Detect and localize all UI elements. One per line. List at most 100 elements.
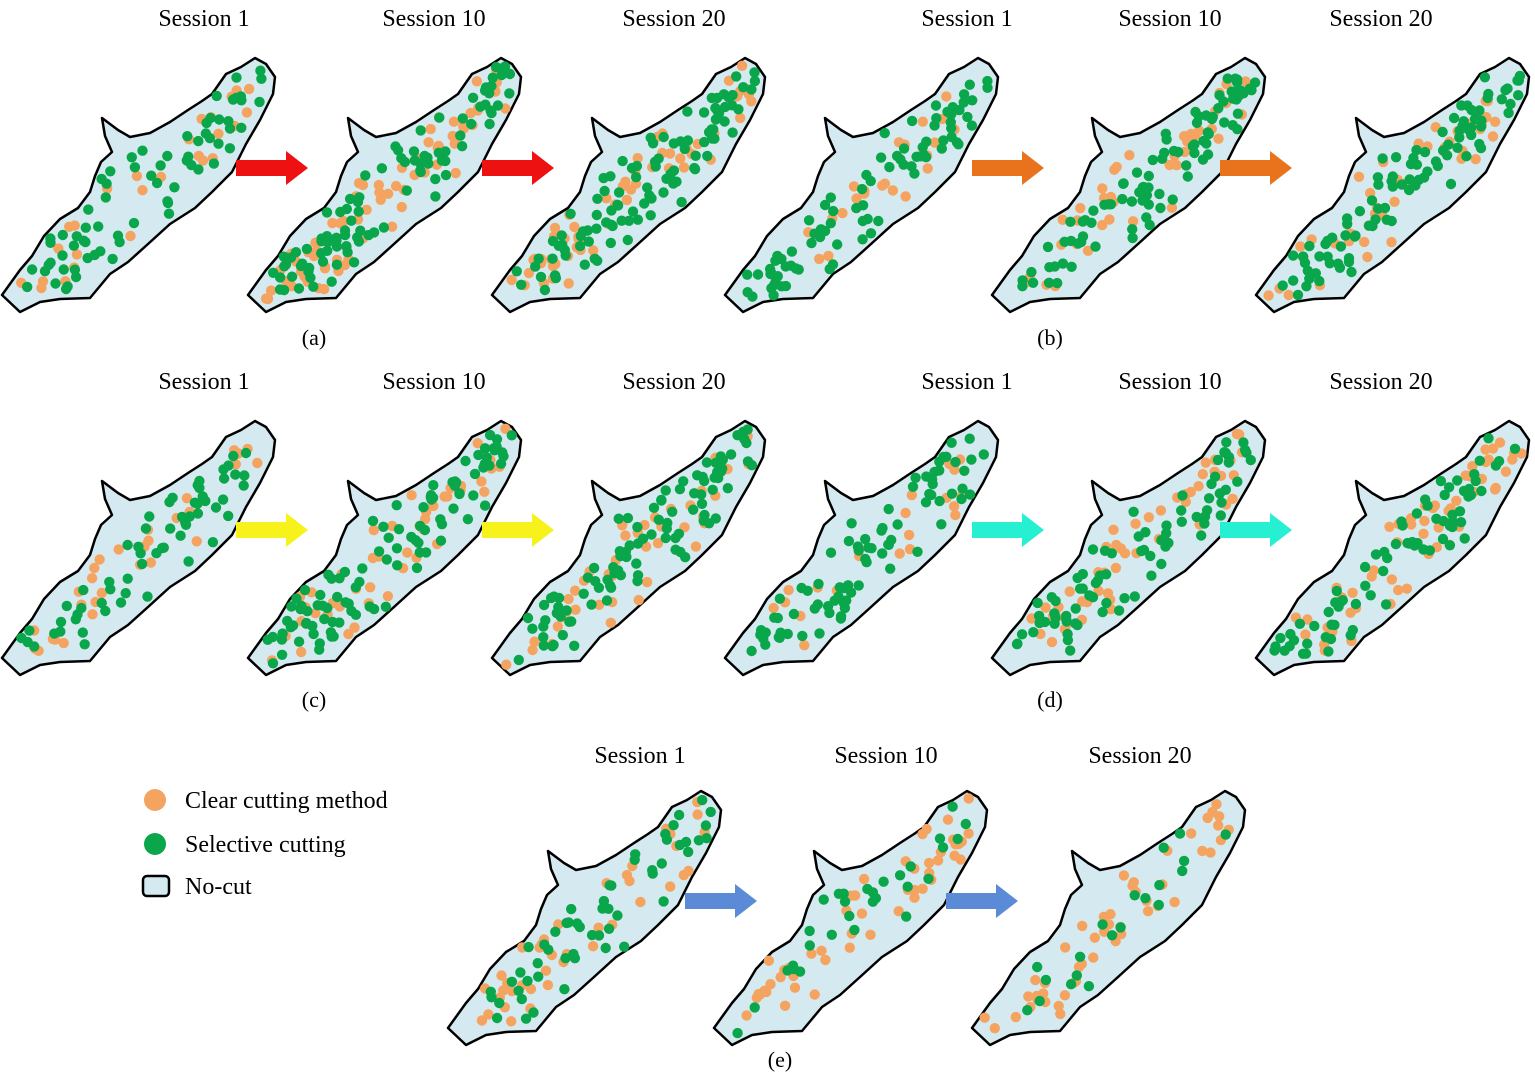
selective-cutting-dot <box>344 193 356 205</box>
selective-cutting-dot <box>959 465 970 476</box>
selective-cutting-dot <box>155 160 166 171</box>
selective-cutting-dot <box>923 873 934 884</box>
selective-cutting-dot <box>223 460 234 471</box>
selective-cutting-dot <box>824 263 835 275</box>
clear-cutting-dot <box>979 1012 990 1023</box>
selective-cutting-dot <box>1167 194 1178 205</box>
selective-cutting-dot <box>293 283 305 294</box>
selective-cutting-dot <box>1066 261 1077 272</box>
clear-cutting-dot <box>893 906 904 917</box>
selective-cutting-dot <box>835 611 847 622</box>
selective-cutting-dot <box>1323 606 1334 618</box>
selective-cutting-dot <box>960 818 971 830</box>
selective-cutting-dot <box>617 155 628 167</box>
selective-cutting-dot <box>76 602 87 614</box>
selective-cutting-dot <box>410 535 421 546</box>
selective-cutting-dot <box>650 161 661 172</box>
selective-cutting-dot <box>665 168 676 180</box>
selective-cutting-dot <box>1113 605 1125 616</box>
selective-cutting-dot <box>1191 117 1203 128</box>
selective-cutting-dot <box>479 458 490 470</box>
selective-cutting-dot <box>1458 116 1469 127</box>
clear-cutting-dot <box>1205 847 1216 858</box>
transition-arrow-2-1 <box>482 513 554 547</box>
selective-cutting-dot <box>860 533 871 545</box>
clear-cutting-dot <box>1040 602 1051 613</box>
selective-cutting-dot <box>1469 469 1480 480</box>
selective-cutting-dot <box>1327 232 1338 243</box>
clear-cutting-dot <box>783 584 794 596</box>
selective-cutting-dot <box>22 636 33 648</box>
selective-cutting-dot <box>1049 261 1060 272</box>
selective-cutting-dot <box>1128 506 1139 517</box>
selective-cutting-dot <box>658 131 669 143</box>
clear-cutting-dot <box>310 608 321 619</box>
clear-cutting-dot <box>1393 584 1404 596</box>
selective-cutting-dot <box>326 276 337 287</box>
maps-layer <box>0 56 1531 1047</box>
clear-cutting-dot <box>1010 1011 1021 1023</box>
clear-cutting-dot <box>137 185 148 196</box>
clear-cutting-dot <box>848 181 860 192</box>
selective-cutting-dot <box>626 162 638 174</box>
selective-cutting-dot <box>1202 127 1214 138</box>
clear-cutting-dot <box>942 814 954 825</box>
selective-cutting-dot <box>1071 970 1082 981</box>
selective-cutting-dot <box>921 471 932 482</box>
selective-cutting-dot <box>213 138 224 149</box>
selective-cutting-dot <box>770 255 781 266</box>
selective-cutting-dot <box>1062 628 1073 640</box>
selective-cutting-dot <box>696 498 708 509</box>
selective-cutting-dot <box>569 640 580 651</box>
selective-cutting-dot <box>332 591 343 603</box>
selective-cutting-dot <box>623 215 635 226</box>
selective-cutting-dot <box>1288 635 1300 646</box>
selective-cutting-dot <box>1302 265 1313 276</box>
selective-cutting-dot <box>484 118 495 130</box>
selective-cutting-dot <box>440 146 451 157</box>
session-title-0-1: Session 10 <box>382 6 485 32</box>
selective-cutting-dot <box>126 152 137 163</box>
selective-cutting-dot <box>128 217 140 229</box>
selective-cutting-dot <box>1304 240 1315 252</box>
selective-cutting-dot <box>451 477 462 488</box>
selective-cutting-dot <box>1483 88 1494 100</box>
selective-cutting-dot <box>1343 256 1355 268</box>
selective-cutting-dot <box>1452 475 1463 486</box>
selective-cutting-dot <box>614 546 625 557</box>
selective-cutting-dot <box>1445 178 1457 190</box>
selective-cutting-dot <box>1163 537 1174 549</box>
selective-cutting-dot <box>592 193 603 204</box>
selective-cutting-dot <box>61 600 72 612</box>
selective-cutting-dot <box>100 192 112 203</box>
selective-cutting-dot <box>1182 171 1193 182</box>
clear-cutting-dot <box>1046 636 1058 648</box>
selective-cutting-dot <box>942 106 953 118</box>
selective-cutting-dot <box>1072 572 1083 584</box>
map-panel-0-session-2 <box>490 56 767 314</box>
selective-cutting-dot <box>1065 979 1077 990</box>
selective-cutting-dot <box>516 279 527 290</box>
no-cut-swatch <box>141 874 171 898</box>
clear-cutting-dot <box>690 541 702 552</box>
selective-cutting-dot <box>1496 94 1507 105</box>
selective-cutting-dot <box>865 175 876 187</box>
selective-cutting-dot <box>600 942 611 954</box>
selective-cutting-dot <box>301 243 313 255</box>
clear-cutting-dot <box>529 636 540 647</box>
selective-cutting-dot <box>606 880 617 891</box>
selective-cutting-dot <box>354 192 365 203</box>
selective-cutting-dot <box>632 570 644 581</box>
selective-cutting-dot <box>77 627 89 638</box>
clear-cutting-dot <box>809 989 820 1000</box>
selective-cutting-dot <box>1161 520 1172 531</box>
selective-cutting-dot <box>1232 476 1243 487</box>
selective-cutting-dot <box>1206 478 1217 490</box>
selective-cutting-dot <box>208 158 220 169</box>
selective-cutting-dot <box>1448 112 1460 124</box>
selective-cutting-dot <box>731 71 742 82</box>
selective-cutting-dot <box>1239 444 1251 456</box>
selective-cutting-dot <box>341 203 352 215</box>
clear-cutting-dot <box>1300 629 1311 640</box>
selective-cutting-dot <box>688 504 699 515</box>
